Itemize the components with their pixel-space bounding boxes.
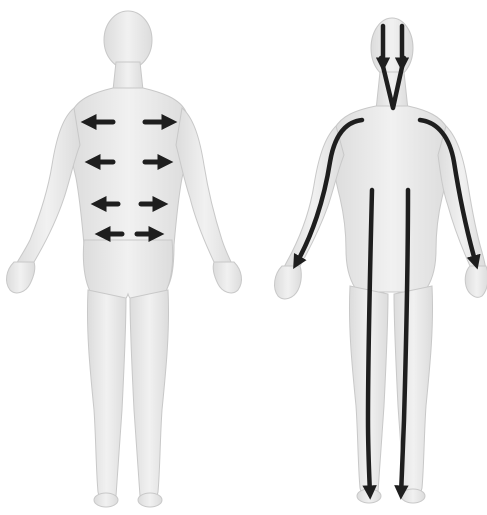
- front-hand-right: [465, 266, 487, 297]
- front-torso: [332, 106, 449, 292]
- front-head: [371, 18, 413, 78]
- front-leg-right: [394, 286, 433, 497]
- back-head: [104, 11, 152, 69]
- back-hand-right: [213, 262, 241, 293]
- back-view-figure: [7, 11, 242, 507]
- back-hand-left: [7, 262, 35, 293]
- front-hand-left: [275, 266, 302, 299]
- back-foot-left: [94, 493, 118, 507]
- back-leg-right: [130, 290, 169, 501]
- back-leg-left: [87, 290, 126, 501]
- back-arm-left: [14, 108, 80, 270]
- back-neck: [113, 62, 143, 90]
- back-foot-right: [138, 493, 162, 507]
- back-arm-right: [176, 108, 234, 270]
- front-foot-right: [401, 489, 425, 503]
- front-view-figure: [275, 18, 487, 503]
